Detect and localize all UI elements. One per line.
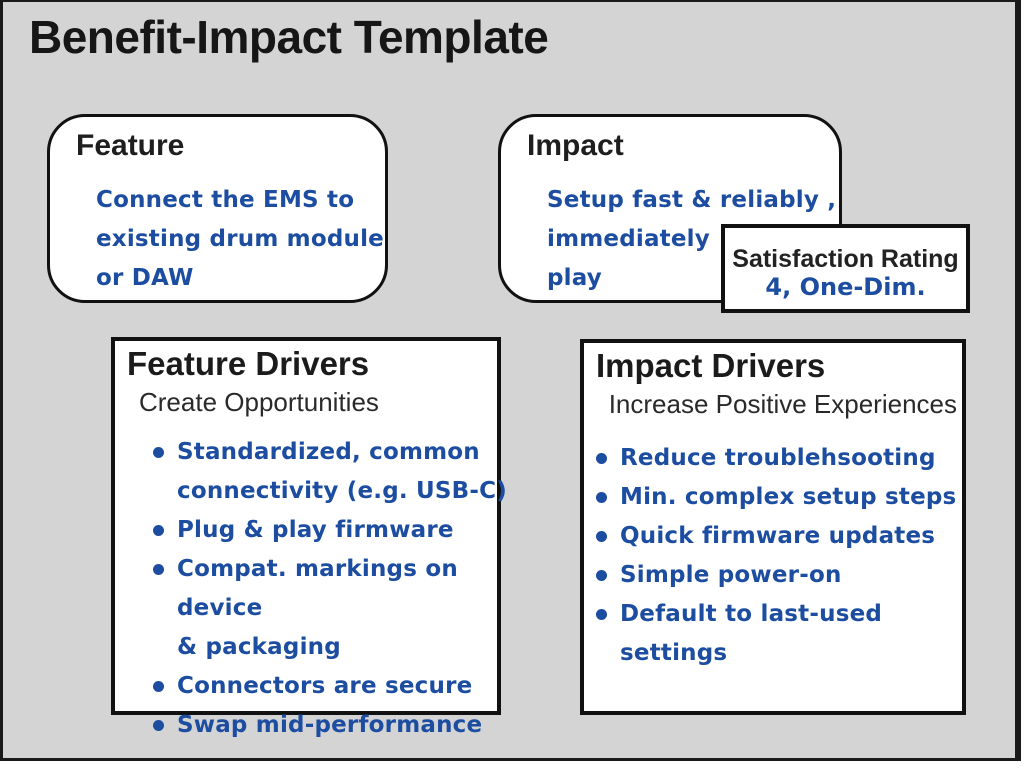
feature-drivers-box: Feature Drivers Create Opportunities Sta… bbox=[111, 337, 507, 738]
satisfaction-rating-box: Satisfaction Rating 4, One-Dim. bbox=[721, 224, 970, 313]
bullet-item: Default to last-used settings bbox=[594, 595, 974, 673]
bullet-item: Plug & play firmware bbox=[151, 511, 551, 550]
feature-card-text: Connect the EMS to existing drum module … bbox=[96, 187, 384, 291]
bullet-item: Reduce troublehsooting bbox=[594, 439, 974, 478]
impact-drivers-subtitle: Increase Positive Experiences bbox=[608, 389, 957, 419]
bullet-item: Connectors are secure bbox=[151, 667, 551, 706]
feature-drivers-subtitle: Create Opportunities bbox=[139, 387, 379, 417]
impact-card: Impact Setup fast & reliably , immediate… bbox=[498, 114, 842, 303]
satisfaction-rating-label: Satisfaction Rating bbox=[732, 245, 959, 273]
impact-card-title: Impact bbox=[527, 129, 624, 162]
feature-drivers-list: Standardized, common connectivity (e.g. … bbox=[151, 433, 551, 745]
feature-drivers-title: Feature Drivers bbox=[127, 345, 370, 382]
bullet-item: Simple power-on bbox=[594, 556, 974, 595]
impact-card-text: Setup fast & reliably , immediately play bbox=[547, 187, 837, 291]
impact-drivers-box: Impact Drivers Increase Positive Experie… bbox=[580, 339, 966, 715]
bullet-item: Quick firmware updates bbox=[594, 517, 974, 556]
impact-drivers-title: Impact Drivers bbox=[596, 347, 826, 384]
bullet-item: Compat. markings on device & packaging bbox=[151, 550, 551, 667]
satisfaction-rating-value: 4, One-Dim. bbox=[765, 273, 926, 301]
page-title: Benefit-Impact Template bbox=[29, 11, 549, 63]
bullet-item: Min. complex setup steps bbox=[594, 478, 974, 517]
feature-card-title: Feature bbox=[76, 129, 185, 162]
bullet-item: Swap mid-performance bbox=[151, 706, 551, 745]
feature-card: Feature Connect the EMS to existing drum… bbox=[47, 114, 388, 303]
bullet-item: Standardized, common connectivity (e.g. … bbox=[151, 433, 551, 511]
